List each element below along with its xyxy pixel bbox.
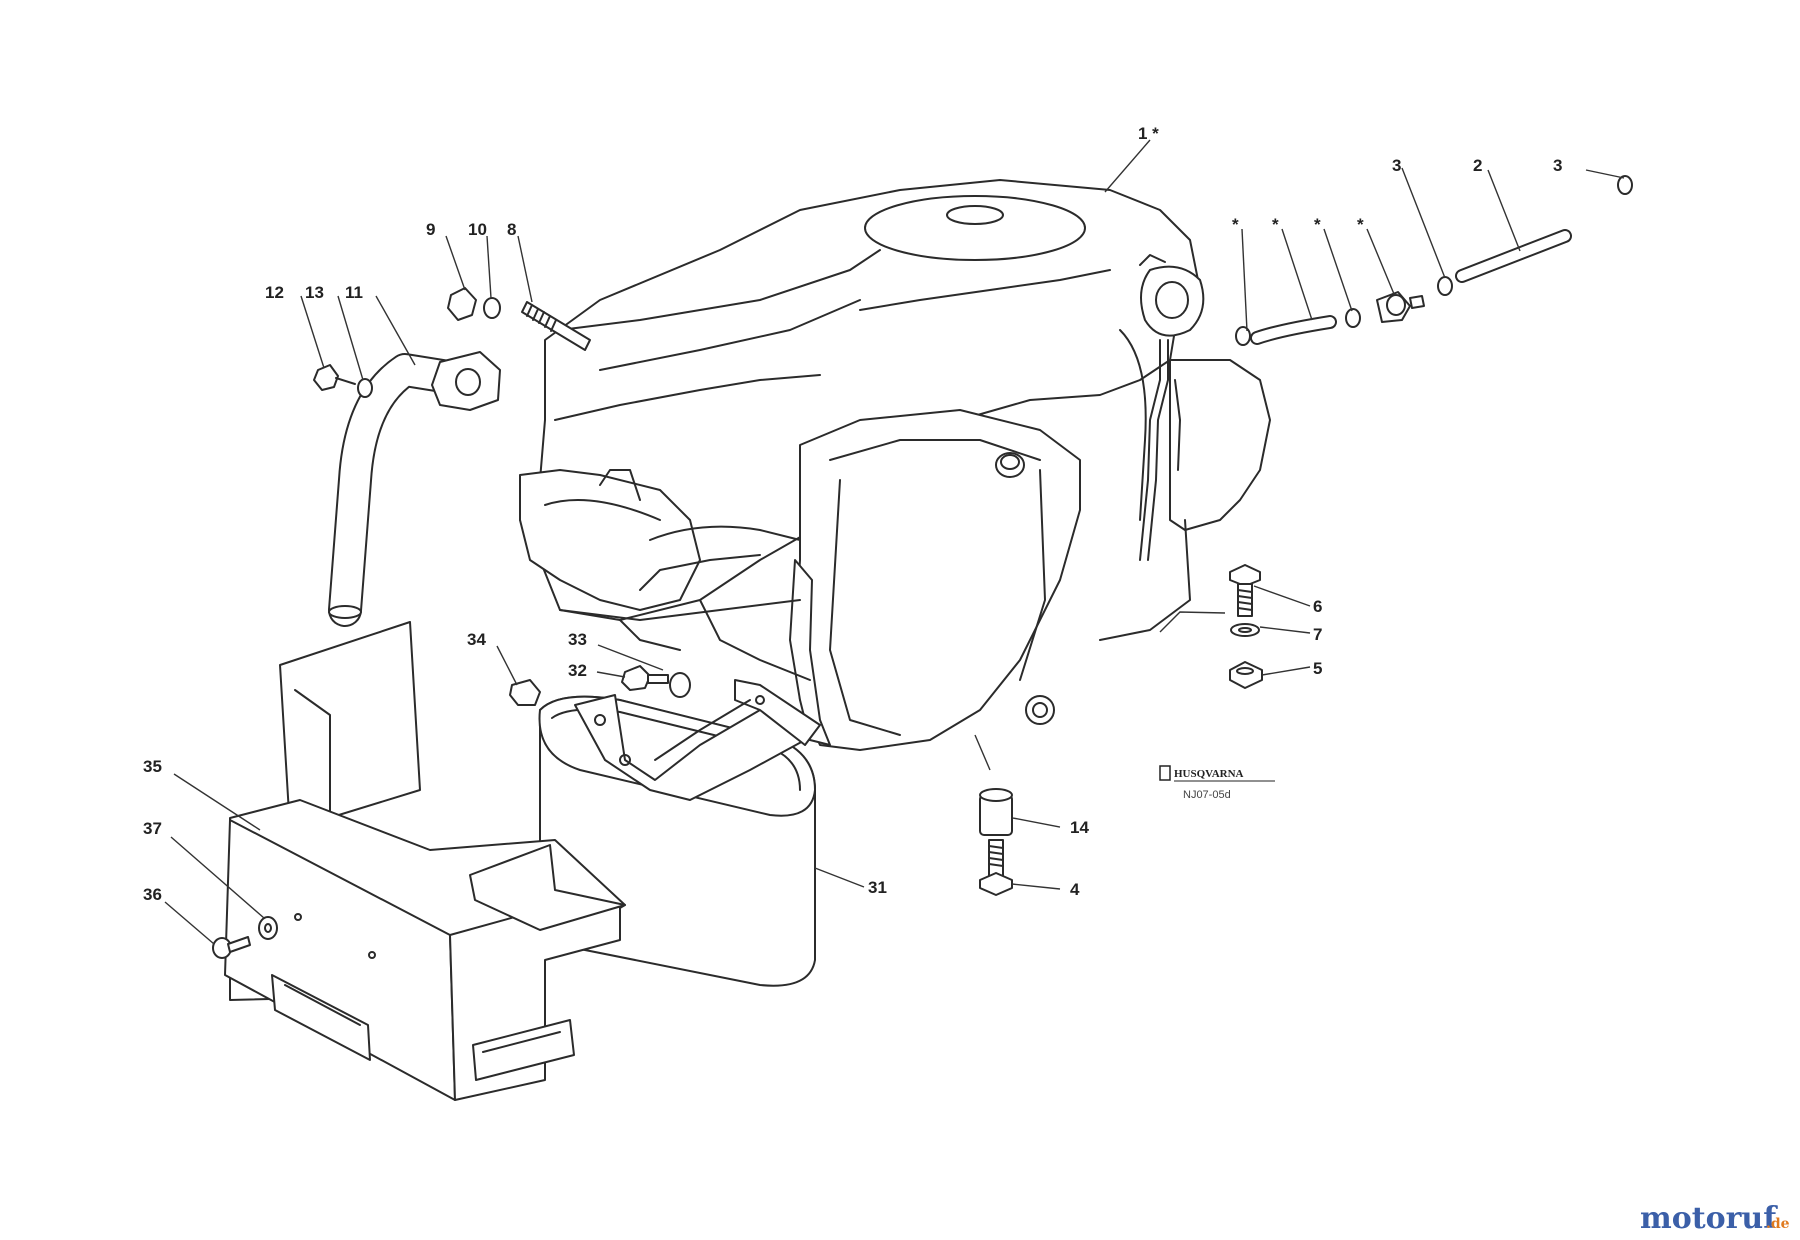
part-labels: 1 * * * * * 3 2 3 9 10 8 12 13 11 6 7 5 … (143, 124, 1562, 904)
label-star-a: * (1232, 215, 1239, 234)
drawing-reference: HUSQVARNA NJ07-05d (1159, 765, 1275, 801)
label-3-left: 3 (1392, 156, 1401, 175)
fuel-line-parts (1235, 175, 1633, 346)
label-35: 35 (143, 757, 162, 776)
label-star-b: * (1272, 215, 1279, 234)
label-12: 12 (265, 283, 284, 302)
label-14: 14 (1070, 818, 1089, 837)
label-8: 8 (507, 220, 516, 239)
label-3-right: 3 (1553, 156, 1562, 175)
spacer-and-bolt (979, 788, 1013, 896)
label-star-d: * (1357, 215, 1364, 234)
label-31: 31 (868, 878, 887, 897)
label-9: 9 (426, 220, 435, 239)
watermark-name: motoruf (1640, 1201, 1778, 1236)
stud-bolt-assembly (447, 287, 591, 351)
label-5: 5 (1313, 659, 1322, 678)
watermark-tld: .de (1766, 1216, 1790, 1232)
label-star-c: * (1314, 215, 1321, 234)
leader-lines (164, 139, 1625, 945)
label-36: 36 (143, 885, 162, 904)
engine-assembly (519, 179, 1271, 751)
label-6: 6 (1313, 597, 1322, 616)
mount-bolt-set (1229, 564, 1263, 689)
watermark: motoruf .de (1640, 1201, 1790, 1236)
label-33: 33 (568, 630, 587, 649)
label-10: 10 (468, 220, 487, 239)
label-34: 34 (467, 630, 486, 649)
label-13: 13 (305, 283, 324, 302)
label-2: 2 (1473, 156, 1482, 175)
label-7: 7 (1313, 625, 1322, 644)
heat-shield (212, 621, 626, 1101)
exhaust-pipe (313, 351, 501, 627)
label-32: 32 (568, 661, 587, 680)
drawing-code: NJ07-05d (1183, 789, 1231, 801)
label-37: 37 (143, 819, 162, 838)
label-4: 4 (1070, 880, 1080, 899)
brand-mark: HUSQVARNA (1174, 768, 1244, 780)
label-11: 11 (345, 283, 363, 302)
label-1: 1 * (1138, 124, 1159, 143)
